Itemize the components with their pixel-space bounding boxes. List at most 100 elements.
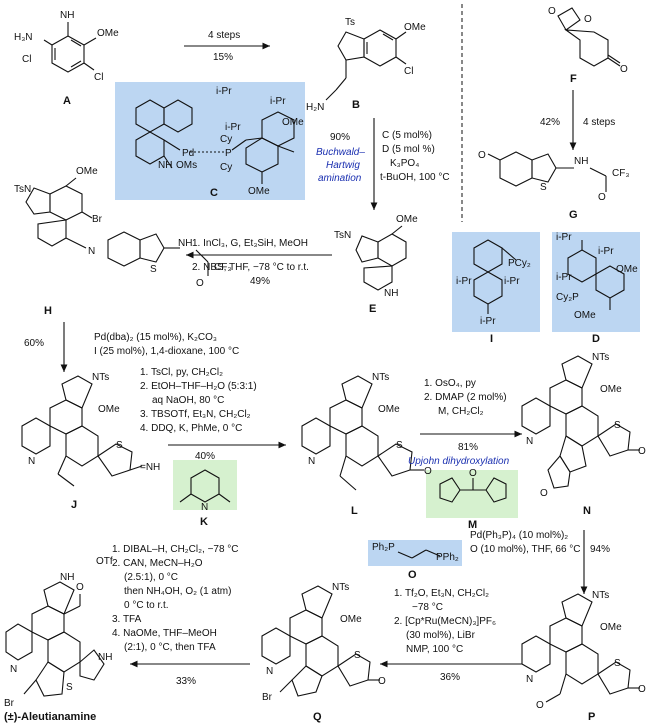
compound-M: O M	[439, 468, 507, 531]
B-to-E-cond-4: t-BuOH, 100 °C	[380, 172, 450, 183]
D-iPr-2: i-Pr	[598, 246, 614, 257]
C-iPr-1: i-Pr	[216, 86, 232, 97]
Q-NTs-label: NTs	[332, 582, 349, 593]
H-S-label: S	[150, 264, 157, 275]
H-NH-label: NH	[178, 238, 192, 249]
B-to-E-yield: 90%	[330, 132, 350, 143]
B-to-E-name-3: amination	[318, 173, 362, 184]
label-L: L	[351, 505, 358, 517]
C-NH-label: NH	[158, 160, 172, 171]
Q-to-final-cond-8: (2:1), 0 °C, then TFA	[124, 642, 216, 653]
H-O-label: O	[196, 278, 204, 289]
J-to-L-cond-4: 3. TBSOTf, Et₃N, CH₂Cl₂	[140, 409, 251, 420]
F-O-2: O	[584, 14, 592, 25]
L-to-N-cond-2: 2. DMAP (2 mol%)	[424, 392, 507, 403]
G-NH-label: NH	[574, 156, 588, 167]
L-to-N-cond-3: M, CH₂Cl₂	[438, 406, 484, 417]
N-O-carbonate: O	[540, 488, 548, 499]
Q-OMe-label: OMe	[340, 614, 362, 625]
label-N: N	[583, 505, 591, 517]
compound-N: NTs OMe N S O O N	[521, 352, 646, 517]
final-NH-right: NH	[98, 652, 112, 663]
A-to-B-yield: 15%	[213, 52, 233, 63]
J-to-L-cond-5: 4. DDQ, K, PhMe, 0 °C	[140, 423, 242, 434]
L-to-N-cond-1: 1. OsO₄, py	[424, 378, 476, 389]
compound-Q: NTs OMe N S O Br Q	[261, 582, 386, 723]
C-P-label: P	[225, 148, 232, 159]
O-Ph2P-label: Ph₂P	[372, 542, 395, 553]
L-S-label: S	[396, 440, 403, 451]
Q-to-final-cond-3: (2.5:1), 0 °C	[124, 572, 178, 583]
compound-G: O S NH O CF₃ G	[478, 150, 629, 221]
N-OMe-label: OMe	[600, 384, 622, 395]
N-S-label: S	[614, 420, 621, 431]
F-O-3: O	[620, 64, 628, 75]
I-iPr-2: i-Pr	[504, 276, 520, 287]
Q-to-final-cond-4: then NH₄OH, O₂ (1 atm)	[124, 586, 231, 597]
D-Cy2P-label: Cy₂P	[556, 292, 579, 303]
Q-to-final-cond-5: 0 °C to r.t.	[124, 600, 169, 611]
C-Pd-label: Pd	[182, 148, 194, 159]
G-S-label: S	[540, 182, 547, 193]
A-counterion-Cl: Cl	[22, 54, 31, 65]
P-to-Q-cond-2: −78 °C	[412, 602, 443, 613]
label-Q: Q	[313, 711, 322, 723]
N-O-ketone: O	[638, 446, 646, 457]
reagent-M-box	[426, 470, 518, 518]
H-to-J-cond-1: Pd(dba)₂ (15 mol%), K₂CO₃	[94, 332, 217, 343]
Q-to-final-cond-6: 3. TFA	[112, 614, 142, 625]
E-NH-label: NH	[384, 288, 398, 299]
compound-K: N K	[179, 469, 231, 528]
H-N-label: N	[88, 246, 95, 257]
compound-A: NH H₃N OMe Cl Cl A	[14, 10, 119, 107]
J-to-L-cond-2: 2. EtOH–THF–H₂O (5:3:1)	[140, 381, 257, 392]
E-to-H-yield: 49%	[250, 276, 270, 287]
label-F: F	[570, 73, 577, 85]
label-E: E	[369, 303, 376, 315]
B-to-E-name-1: Buchwald–	[316, 147, 365, 158]
L-to-N-reaction-name: Upjohn dihydroxylation	[408, 456, 510, 467]
P-to-Q-cond-1: 1. Tf₂O, Et₃N, CH₂Cl₂	[394, 588, 489, 599]
D-OMe-top: OMe	[616, 264, 638, 275]
P-to-Q-cond-4: (30 mol%), LiBr	[406, 630, 476, 641]
I-PCy2-label: PCy₂	[508, 258, 531, 269]
P-O-left: O	[536, 700, 544, 711]
compound-E: OMe TsN NH E	[334, 214, 418, 315]
J-to-L-cond-1: 1. TsCl, py, CH₂Cl₂	[140, 367, 223, 378]
label-M: M	[468, 519, 477, 531]
G-CF3-label: CF₃	[612, 168, 629, 179]
D-OMe-bottom: OMe	[574, 310, 596, 321]
final-N-label: N	[10, 664, 17, 675]
label-G: G	[569, 209, 578, 221]
H-to-J-yield: 60%	[24, 338, 44, 349]
N-NTs-label: NTs	[592, 352, 609, 363]
Q-O-label: O	[378, 676, 386, 687]
J-to-L-cond-3: aq NaOH, 80 °C	[152, 395, 224, 406]
P-to-Q-yield: 36%	[440, 672, 460, 683]
compound-C: Pd P Cy Cy OMs NH i-Pr i-Pr i-Pr OMe OMe…	[135, 86, 304, 199]
P-OMe-label: OMe	[600, 622, 622, 633]
P-to-Q-cond-5: NMP, 100 °C	[406, 644, 463, 655]
final-OTf-label: OTf	[96, 556, 113, 567]
G-O-amide: O	[598, 192, 606, 203]
compound-F: O O O F	[548, 6, 628, 85]
C-iPr-2: i-Pr	[270, 96, 286, 107]
D-iPr-1: i-Pr	[556, 232, 572, 243]
H-to-J-cond-2: I (25 mol%), 1,4-dioxane, 100 °C	[94, 346, 239, 357]
Q-to-final-cond-1: 1. DIBAL–H, CH₂Cl₂, −78 °C	[112, 544, 239, 555]
L-O-label: O	[424, 466, 432, 477]
H-OMe-label: OMe	[76, 166, 98, 177]
L-OMe-label: OMe	[378, 404, 400, 415]
B-to-E-cond-3: K₃PO₄	[390, 158, 419, 169]
B-OMe-label: OMe	[404, 22, 426, 33]
label-O: O	[408, 569, 417, 581]
label-P: P	[588, 711, 595, 723]
J-OMe-label: OMe	[98, 404, 120, 415]
Q-N-label: N	[266, 666, 273, 677]
B-H2N-label: H₂N	[306, 102, 324, 113]
I-iPr-1: i-Pr	[456, 276, 472, 287]
A-to-B-steps: 4 steps	[208, 30, 240, 41]
label-K: K	[200, 516, 208, 528]
N-to-P-yield: 94%	[590, 544, 610, 555]
H-TsN-label: TsN	[14, 184, 31, 195]
